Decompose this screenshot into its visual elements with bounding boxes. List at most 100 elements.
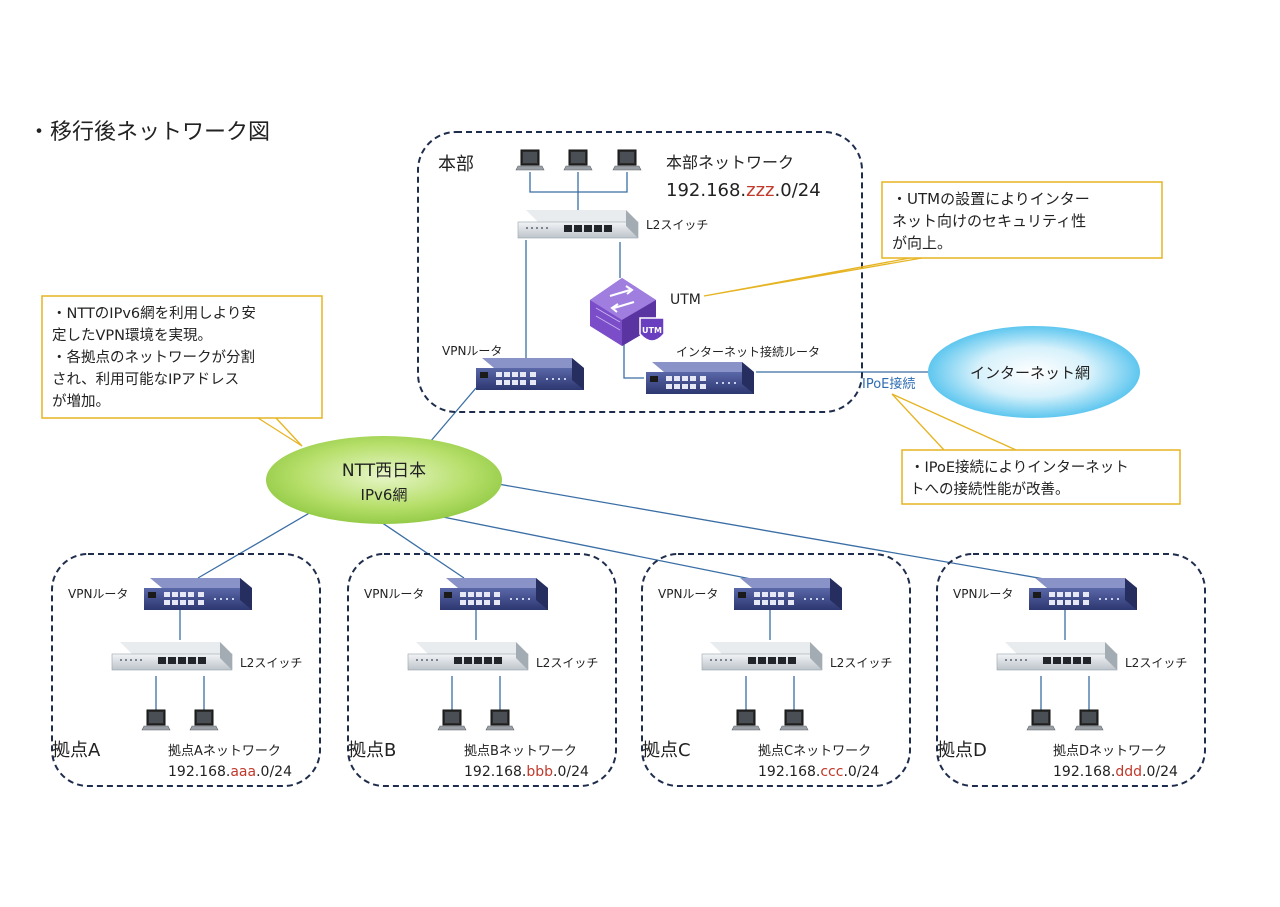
hq-network-name: 本部ネットワーク	[666, 153, 794, 172]
callout-ntt-line-4: され、利用可能なIPアドレス	[52, 371, 239, 388]
branch-c-boundary	[641, 553, 911, 787]
branch-a-vpn-label: VPNルータ	[68, 587, 128, 601]
hq-vpn-ntt-link	[429, 387, 477, 443]
branch-b-label: 拠点B	[348, 740, 396, 761]
callout-utm-line-1: ・UTMの設置によりインター	[892, 190, 1090, 208]
callout-ntt-box	[41, 295, 323, 419]
ntt-label-line1: NTT西日本	[342, 461, 426, 481]
ntt-label-line2: IPv6網	[361, 486, 408, 504]
ntt-branch-c-link	[437, 515, 757, 581]
hq-site: 本部 本部ネットワーク 192.168.zzz.0/24 L2スイッチ UTM …	[417, 131, 863, 413]
hq-pc-bus	[529, 172, 628, 210]
utm-shield-text: UTM	[642, 326, 662, 335]
callout-ipoe-pointer	[891, 393, 1017, 451]
callout-ipoe: ・IPoE接続によりインターネット トへの接続性能が改善。	[891, 393, 1181, 505]
callout-ipoe-line-1: ・IPoE接続によりインターネット	[910, 459, 1129, 476]
branch-d-ip-address: 192.168.ddd.0/24	[1053, 764, 1178, 780]
callout-utm: ・UTMの設置によりインター ネット向けのセキュリティ性 が向上。	[703, 181, 1163, 297]
branch-a-pc-2	[189, 709, 219, 731]
ntt-branch-b-link	[371, 515, 465, 579]
hq-pc-3	[612, 149, 642, 171]
branch-c-pc-1	[731, 709, 761, 731]
hq-ip-address: 192.168.zzz.0/24	[666, 180, 821, 201]
hq-internet-router-label: インターネット接続ルータ	[676, 344, 820, 359]
branch-d-pc-1	[1026, 709, 1056, 731]
branch-c-internal-links	[745, 608, 795, 710]
hq-boundary	[417, 131, 863, 413]
utm-label: UTM	[670, 292, 701, 308]
hq-utm-router-link	[623, 344, 644, 379]
callout-ntt-line-5: が増加。	[52, 393, 110, 410]
branch-d-pc-2	[1074, 709, 1104, 731]
hq-label: 本部	[438, 154, 474, 175]
branch-d-network-name: 拠点Dネットワーク	[1053, 744, 1167, 759]
branch-b-boundary	[347, 553, 617, 787]
branch-b-pc-2	[485, 709, 515, 731]
branch-d-internal-links	[1040, 608, 1090, 710]
branch-c-network-name: 拠点Cネットワーク	[758, 744, 871, 759]
branch-c-vpn-router	[734, 578, 842, 610]
callout-ntt: ・NTTのIPv6網を利用しより安 定したVPN環境を実現。 ・各拠点のネットワ…	[41, 295, 323, 447]
internet-label: インターネット網	[970, 364, 1090, 382]
branch-c-l2-label: L2スイッチ	[830, 656, 892, 670]
branch-c-pc-2	[779, 709, 809, 731]
hq-l2-label: L2スイッチ	[646, 218, 708, 232]
utm-brick-pattern	[595, 307, 621, 331]
hq-pc-1	[515, 149, 545, 171]
callout-utm-line-2: ネット向けのセキュリティ性	[892, 212, 1086, 230]
hq-pc-2	[563, 149, 593, 171]
branch-a-ip-address: 192.168.aaa.0/24	[168, 764, 292, 780]
branch-d-vpn-router	[1029, 578, 1137, 610]
branch-d-vpn-label: VPNルータ	[953, 587, 1013, 601]
callout-ipoe-box	[901, 449, 1181, 505]
branch-b-l2-label: L2スイッチ	[536, 656, 598, 670]
branch-b-vpn-router	[440, 578, 548, 610]
branch-b-internal-links	[451, 608, 501, 710]
branch-c-label: 拠点C	[642, 740, 691, 761]
branch-b-ip-address: 192.168.bbb.0/24	[464, 764, 589, 780]
branch-d-l2-label: L2スイッチ	[1125, 656, 1187, 670]
callout-utm-box	[881, 181, 1163, 259]
hq-vpn-router	[476, 358, 584, 390]
branch-a-label: 拠点A	[52, 740, 101, 761]
ntt-branch-a-link	[197, 507, 319, 579]
page-title: ・移行後ネットワーク図	[28, 120, 270, 145]
internet-cloud: インターネット網	[928, 326, 1140, 418]
utm-shield-icon	[639, 317, 665, 342]
branch-c-l2-switch	[701, 641, 823, 671]
hq-internet-router	[646, 362, 754, 394]
branch-c-vpn-label: VPNルータ	[658, 587, 718, 601]
branch-b-vpn-label: VPNルータ	[364, 587, 424, 601]
utm-arrows-icon	[609, 285, 635, 313]
branch-d-label: 拠点D	[937, 740, 987, 761]
connection-lines	[197, 172, 1051, 581]
callout-ntt-pointer	[257, 417, 303, 447]
callout-ntt-line-3: ・各拠点のネットワークが分割	[52, 349, 255, 366]
branch-d-l2-switch	[996, 641, 1118, 671]
callout-ntt-line-2: 定したVPN環境を実現。	[52, 326, 212, 344]
branch-b-network-name: 拠点Bネットワーク	[464, 744, 577, 759]
callout-ntt-line-1: ・NTTのIPv6網を利用しより安	[52, 305, 256, 322]
branch-a-internal-links	[155, 608, 205, 710]
ntt-ipv6-network: NTT西日本 IPv6網	[266, 436, 502, 524]
branch-a-network-name: 拠点Aネットワーク	[168, 744, 281, 759]
branch-a-pc-1	[141, 709, 171, 731]
hq-l2-switch	[517, 209, 639, 239]
ipoe-link-label: IPoE接続	[862, 376, 915, 392]
hq-vpn-label: VPNルータ	[442, 344, 502, 358]
branch-d-boundary	[936, 553, 1206, 787]
branch-b-l2-switch	[407, 641, 529, 671]
callout-ipoe-line-2: トへの接続性能が改善。	[910, 481, 1070, 498]
branch-c-ip-address: 192.168.ccc.0/24	[758, 764, 879, 780]
ntt-branch-d-link	[497, 483, 1051, 581]
callout-utm-pointer	[703, 257, 923, 297]
branch-a-vpn-router	[144, 578, 252, 610]
callout-utm-line-3: が向上。	[892, 234, 952, 252]
branch-b-pc-1	[437, 709, 467, 731]
branch-a-l2-switch	[111, 641, 233, 671]
